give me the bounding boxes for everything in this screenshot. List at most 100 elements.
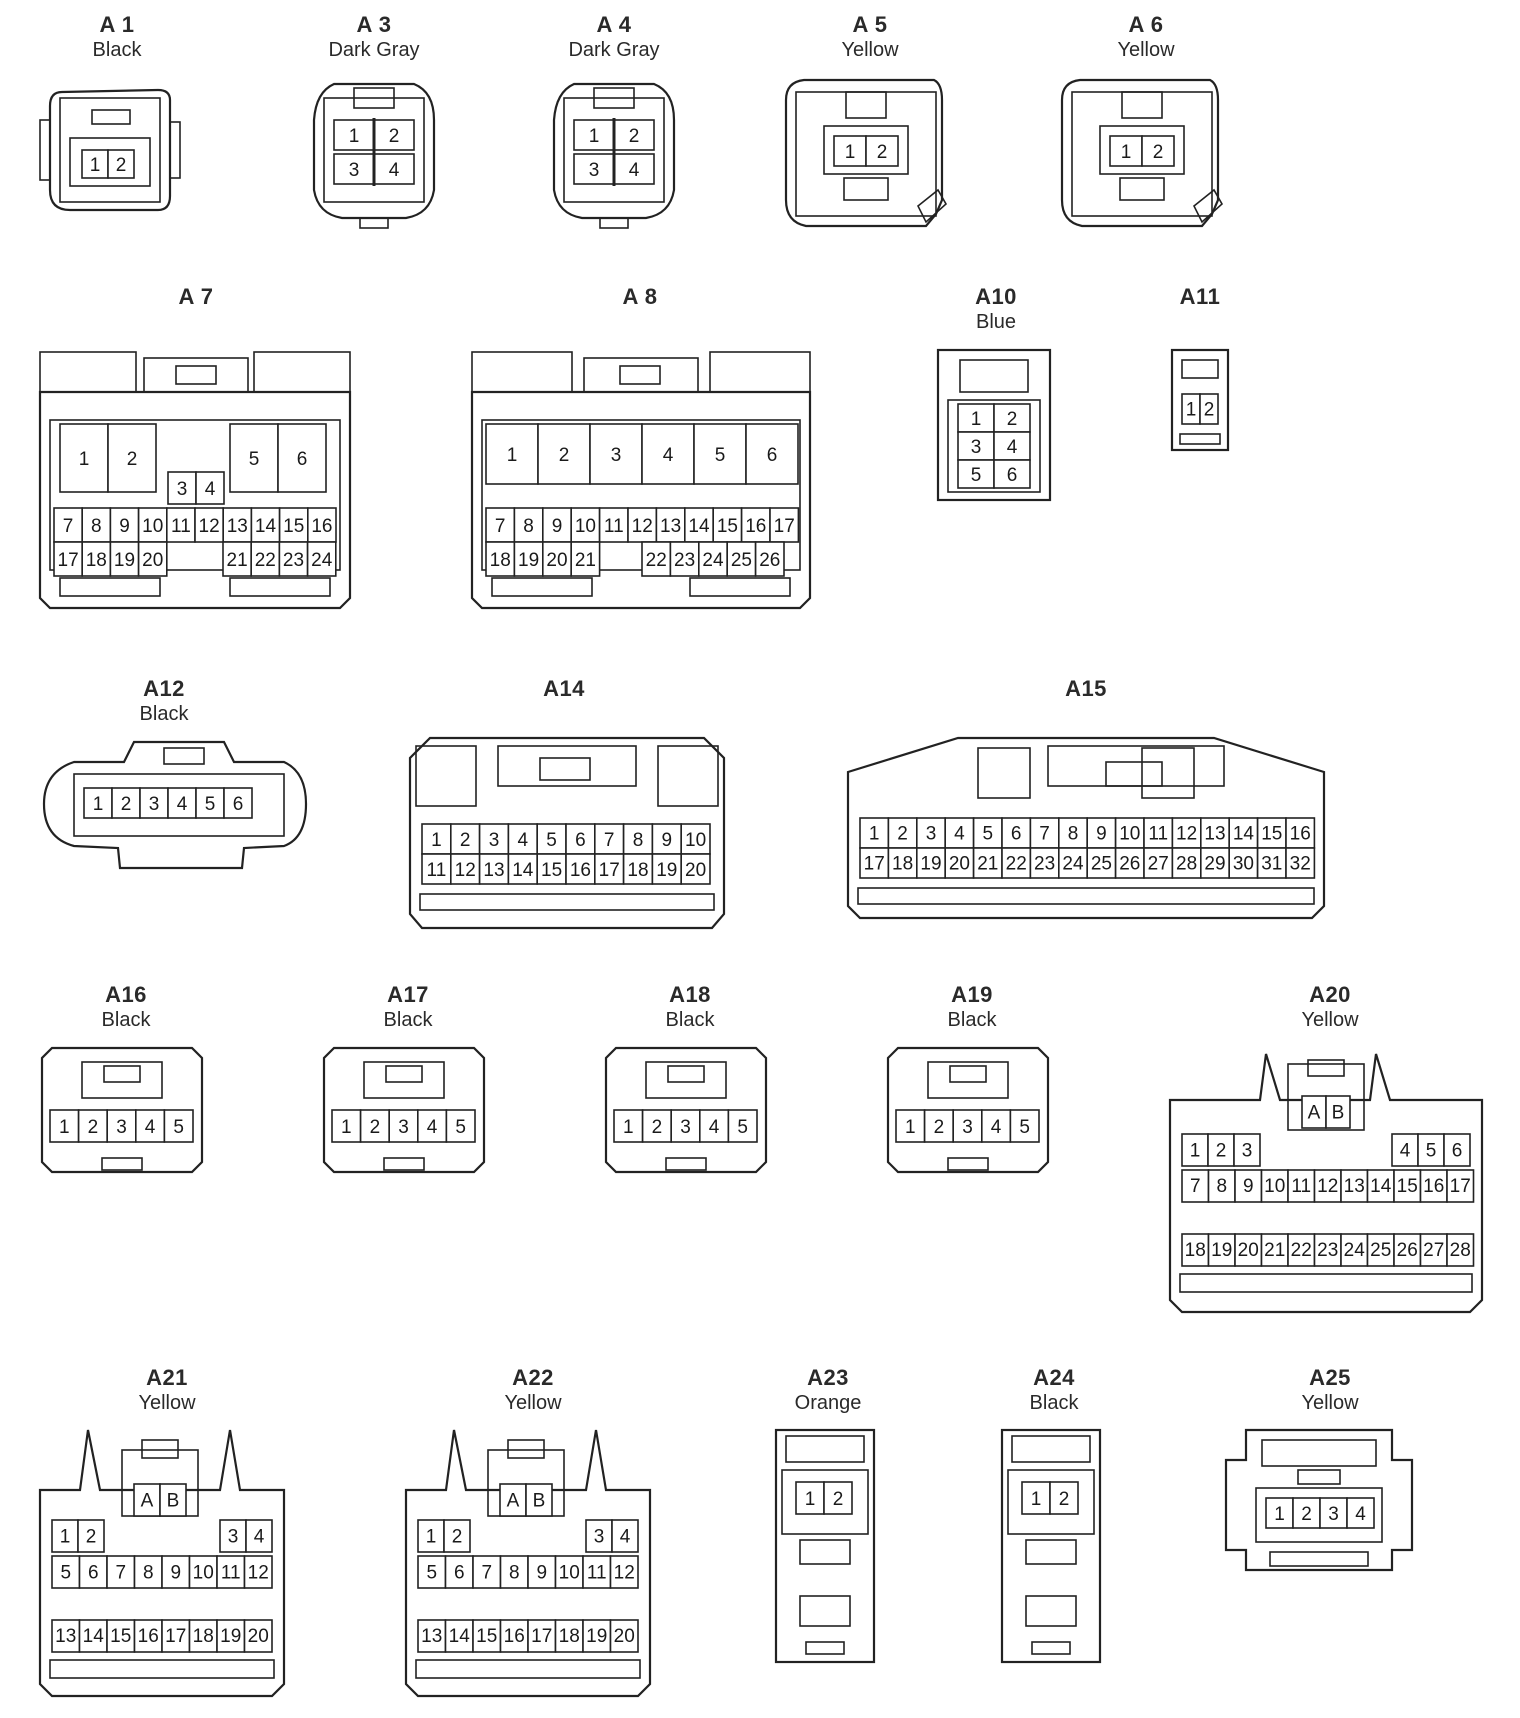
pin-number: 2 bbox=[1204, 399, 1215, 420]
pin-number: 11 bbox=[604, 516, 624, 537]
pin-cell bbox=[1256, 847, 1287, 879]
connector-color-label: Yellow bbox=[1301, 1009, 1359, 1031]
pin-number: 26 bbox=[1397, 1240, 1418, 1261]
pin-number: 22 bbox=[646, 550, 667, 571]
pin-cell bbox=[915, 847, 946, 879]
pin-number: 9 bbox=[1243, 1176, 1254, 1197]
pin-number: 23 bbox=[1034, 853, 1055, 874]
pin-number: 13 bbox=[1204, 823, 1225, 844]
pin-number: 11 bbox=[171, 516, 191, 537]
housing-outline bbox=[645, 1061, 727, 1099]
pin-number: 9 bbox=[170, 1562, 181, 1583]
pin-cell bbox=[81, 541, 112, 577]
housing-outline bbox=[1297, 1469, 1341, 1485]
pin-cell bbox=[1265, 1497, 1294, 1529]
pin-cell bbox=[1207, 1169, 1236, 1203]
pin-cell bbox=[609, 1555, 639, 1589]
pin-number: 14 bbox=[255, 516, 277, 537]
pin-cell bbox=[219, 1519, 247, 1553]
pin-number: 14 bbox=[512, 860, 534, 881]
pin-number: 5 bbox=[249, 449, 260, 470]
pin-cell bbox=[613, 1109, 644, 1143]
pin-cell bbox=[306, 541, 337, 577]
connector-id-label: A22 bbox=[512, 1365, 554, 1390]
pin-number: 26 bbox=[1119, 853, 1140, 874]
pin-cell bbox=[980, 1109, 1012, 1143]
pin-cell bbox=[77, 1109, 108, 1143]
pin-cell bbox=[972, 817, 1003, 849]
pin-number: 2 bbox=[121, 794, 132, 815]
housing-outline bbox=[39, 351, 137, 393]
pin-number: 2 bbox=[452, 1526, 463, 1547]
housing-outline bbox=[143, 357, 249, 393]
pin-cell bbox=[135, 1109, 166, 1143]
pin-cell bbox=[161, 1619, 191, 1653]
pin-cell bbox=[83, 787, 113, 819]
housing-outline bbox=[1261, 1439, 1377, 1467]
pin-number: 2 bbox=[934, 1117, 945, 1138]
pin-number: 17 bbox=[774, 516, 795, 537]
housing-outline bbox=[947, 1157, 989, 1171]
pin-number: 17 bbox=[864, 853, 885, 874]
pin-number: 1 bbox=[1186, 399, 1197, 420]
pin-cell bbox=[513, 541, 544, 577]
housing-outline bbox=[1007, 1469, 1095, 1535]
housing-outline bbox=[101, 1157, 143, 1171]
pin-number: 1 bbox=[1190, 1140, 1201, 1161]
pin-number: 32 bbox=[1290, 853, 1311, 874]
pin-number: 1 bbox=[869, 823, 880, 844]
housing-outline bbox=[657, 745, 719, 807]
pin-number: 19 bbox=[220, 1626, 241, 1647]
pin-cell bbox=[1292, 1497, 1321, 1529]
pin-number: 4 bbox=[145, 1117, 156, 1138]
pin-cell bbox=[373, 153, 415, 185]
pin-number: 23 bbox=[1317, 1240, 1338, 1261]
pin-cell bbox=[1319, 1497, 1348, 1529]
pin-number: 1 bbox=[426, 1526, 437, 1547]
housing-outline bbox=[1025, 1539, 1077, 1565]
pin-cell bbox=[478, 823, 510, 855]
housing-outline bbox=[1000, 1428, 1102, 1664]
pin-cell bbox=[250, 507, 281, 543]
connector-id-label: A21 bbox=[146, 1365, 188, 1390]
pin-number: 14 bbox=[83, 1626, 105, 1647]
pin-number: 2 bbox=[460, 830, 471, 851]
pin-cell bbox=[77, 1519, 105, 1553]
housing-outline bbox=[774, 1428, 876, 1664]
housing-outline bbox=[947, 399, 1041, 493]
connector-color-label: Black bbox=[1030, 1392, 1080, 1414]
connector-id-label: A 5 bbox=[853, 12, 888, 37]
pin-number: 14 bbox=[688, 516, 710, 537]
pin-cell bbox=[107, 423, 157, 493]
pin-number: 2 bbox=[559, 445, 570, 466]
pin-number: 20 bbox=[248, 1626, 269, 1647]
pin-number: 28 bbox=[1450, 1240, 1471, 1261]
pin-cell bbox=[507, 853, 538, 885]
pin-number: 18 bbox=[193, 1626, 214, 1647]
pin-cell bbox=[499, 1555, 529, 1589]
pin-number: 4 bbox=[177, 794, 188, 815]
pin-cell bbox=[1391, 1133, 1419, 1167]
pin-cell bbox=[1393, 1169, 1422, 1203]
pin-cell bbox=[993, 459, 1031, 489]
pin-cell bbox=[1021, 1481, 1051, 1515]
pin-number: 6 bbox=[1452, 1140, 1463, 1161]
pin-cell bbox=[188, 1619, 218, 1653]
pin-number: 7 bbox=[481, 1562, 492, 1583]
pin-number: 22 bbox=[1291, 1240, 1312, 1261]
pin-number: 19 bbox=[114, 550, 135, 571]
housing-outline bbox=[353, 87, 395, 109]
pin-number: 1 bbox=[623, 1117, 634, 1138]
pin-number: 6 bbox=[575, 830, 586, 851]
housing-outline bbox=[843, 177, 889, 201]
housing-outline bbox=[103, 1065, 141, 1083]
pin-number: 1 bbox=[507, 445, 518, 466]
housing-outline bbox=[799, 1539, 851, 1565]
pin-cell bbox=[373, 119, 415, 151]
